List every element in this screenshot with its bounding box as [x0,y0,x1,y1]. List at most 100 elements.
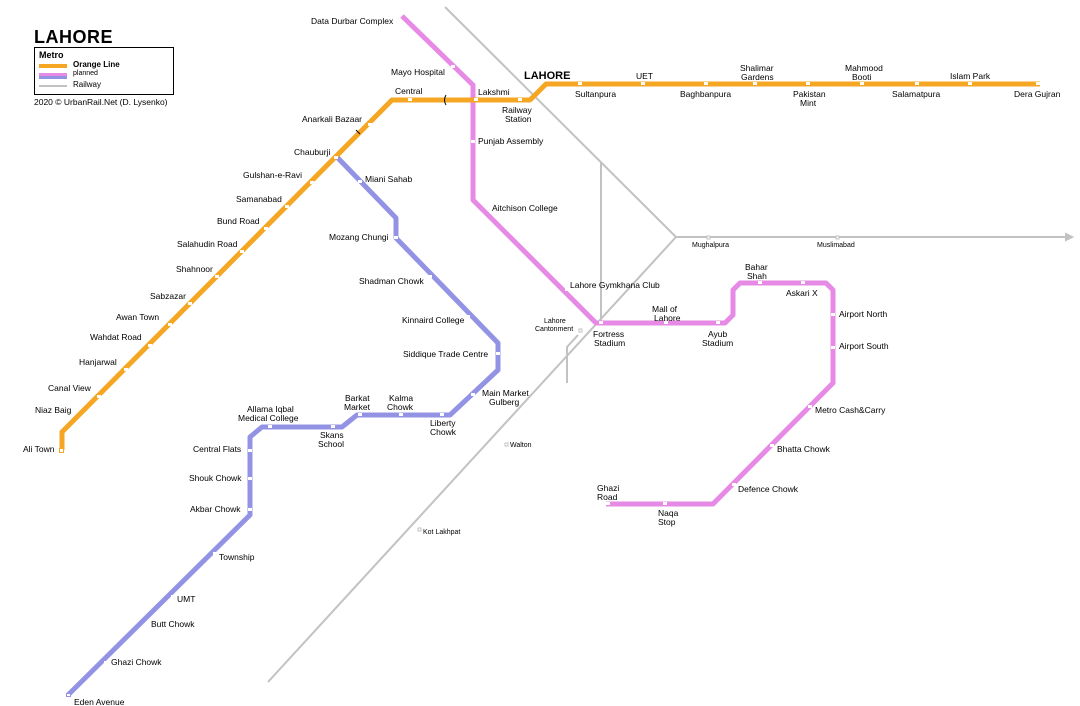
station-label-line1: Railway [502,105,533,115]
station-label: Data Durbar Complex [311,16,394,26]
station-label: Wahdat Road [90,332,142,342]
station-label: Township [219,552,255,562]
station-label-line2: Gardens [741,72,774,82]
station-label-line1: Barkat [345,393,370,403]
station-label: Bund Road [217,216,260,226]
rail-station-label: Mughalpura [692,242,729,249]
station-label-line2: School [318,439,344,449]
station-label-line1: Naqa [658,508,679,518]
station-label: Anarkali Bazaar [302,114,362,124]
station-label-line2: Chowk [387,402,414,412]
station-label: Ghazi Chowk [111,657,162,667]
station-label-line2: Shah [747,271,767,281]
station-label: Shadman Chowk [359,276,424,286]
legend-row-planned: planned [39,70,169,81]
station-label: Akbar Chowk [190,504,241,514]
station-label-line2: Medical College [238,413,299,423]
station-label: Samanabad [236,194,282,204]
station-label: Siddique Trade Centre [403,349,488,359]
station-label-line2: Stadium [702,338,733,348]
portal-marks [355,94,447,135]
station-label-line2: Station [505,114,532,124]
station-labels: LAHORE Ali Town Niaz Baig Canal View Han… [23,16,1061,706]
station-label-line1: Pakistan [793,89,826,99]
station-label-line1: Main Market [482,388,529,398]
station-label: Kinnaird College [402,315,465,325]
orange-line [59,81,1040,450]
station-label: Salamatpura [892,89,940,99]
station-label: Hanjarwal [79,357,117,367]
station-label-line1: Mall of [652,304,678,314]
railway-swatch [39,85,67,87]
station-label: Central [395,86,423,96]
station-label: Mozang Chungi [329,232,389,242]
legend-row-railway: Railway [39,80,169,91]
station-label: Lakshmi [478,87,510,97]
legend-row-orange: Orange Line [39,60,169,71]
station-label-line2: Market [344,402,371,412]
station-label: UET [636,71,653,81]
legend-heading: Metro [39,50,64,60]
station-label: Lahore Gymkhana Club [570,280,660,290]
station-label: Central Flats [193,444,241,454]
legend-railway-label: Railway [73,80,102,89]
station-label: Canal View [48,383,92,393]
station-label-line2: Mint [800,98,817,108]
rail-station-label: Muslimabad [817,242,855,249]
station-label-line2: Booti [852,72,871,82]
station-label: Bhatta Chowk [777,444,831,454]
station-label: Dera Gujran [1014,89,1061,99]
station-label: Askari X [786,288,818,298]
blue-swatch [39,76,67,79]
credit-text: 2020 © UrbanRail.Net (D. Lysenko) [34,97,168,107]
center-label: LAHORE [524,70,570,82]
station-label-line1: Allama Iqbal [247,404,294,414]
station-dots [59,65,1040,697]
station-label: Butt Chowk [151,619,195,629]
station-label-line1: Ghazi [597,483,619,493]
station-label-line2: Gulberg [489,397,520,407]
station-label: Eden Avenue [74,697,125,706]
planned-pink-line [400,14,836,507]
rail-station-label-line1: Lahore [544,318,566,325]
station-label: Airport South [839,341,889,351]
station-label: Islam Park [950,71,991,81]
rail-station-label: Walton [510,442,532,449]
station-label-line2: Chowk [430,427,457,437]
station-label: Baghbanpura [680,89,731,99]
station-label: Sabzazar [150,291,186,301]
station-label: Shouk Chowk [189,473,242,483]
station-label: Metro Cash&Carry [815,405,886,415]
station-label-line2: Stadium [594,338,625,348]
station-label: Niaz Baig [35,405,72,415]
station-label: Aitchison College [492,203,558,213]
station-label: Shahnoor [176,264,213,274]
station-label-line1: Skans [320,430,344,440]
station-label: Chauburji [294,147,330,157]
railway-lines [267,6,1075,683]
map-title: LAHORE [34,27,113,47]
station-label-line2: Stop [658,517,676,527]
legend-planned-label: planned [73,70,98,77]
station-label: Mayo Hospital [391,67,445,77]
legend-orange-label: Orange Line [73,60,120,69]
station-label-line1: Kalma [389,393,413,403]
station-label: Defence Chowk [738,484,799,494]
station-label-line1: Mahmood [845,63,883,73]
legend: Metro Orange Line planned Railway [34,47,174,95]
station-label: Punjab Assembly [478,136,544,146]
station-label-line2: Road [597,492,618,502]
station-label: UMT [177,594,195,604]
station-label-line2: Lahore [654,313,681,323]
station-label-line1: Liberty [430,418,456,428]
station-label: Awan Town [116,312,159,322]
rail-station-label: Kot Lakhpat [423,529,460,536]
station-label: Gulshan-e-Ravi [243,170,302,180]
station-label: Salahudin Road [177,239,238,249]
station-label-line1: Fortress [593,329,624,339]
rail-station-label-line2: Cantonment [535,326,573,333]
orange-swatch [39,64,67,68]
station-label: Miani Sahab [365,174,413,184]
station-label: Ali Town [23,444,55,454]
